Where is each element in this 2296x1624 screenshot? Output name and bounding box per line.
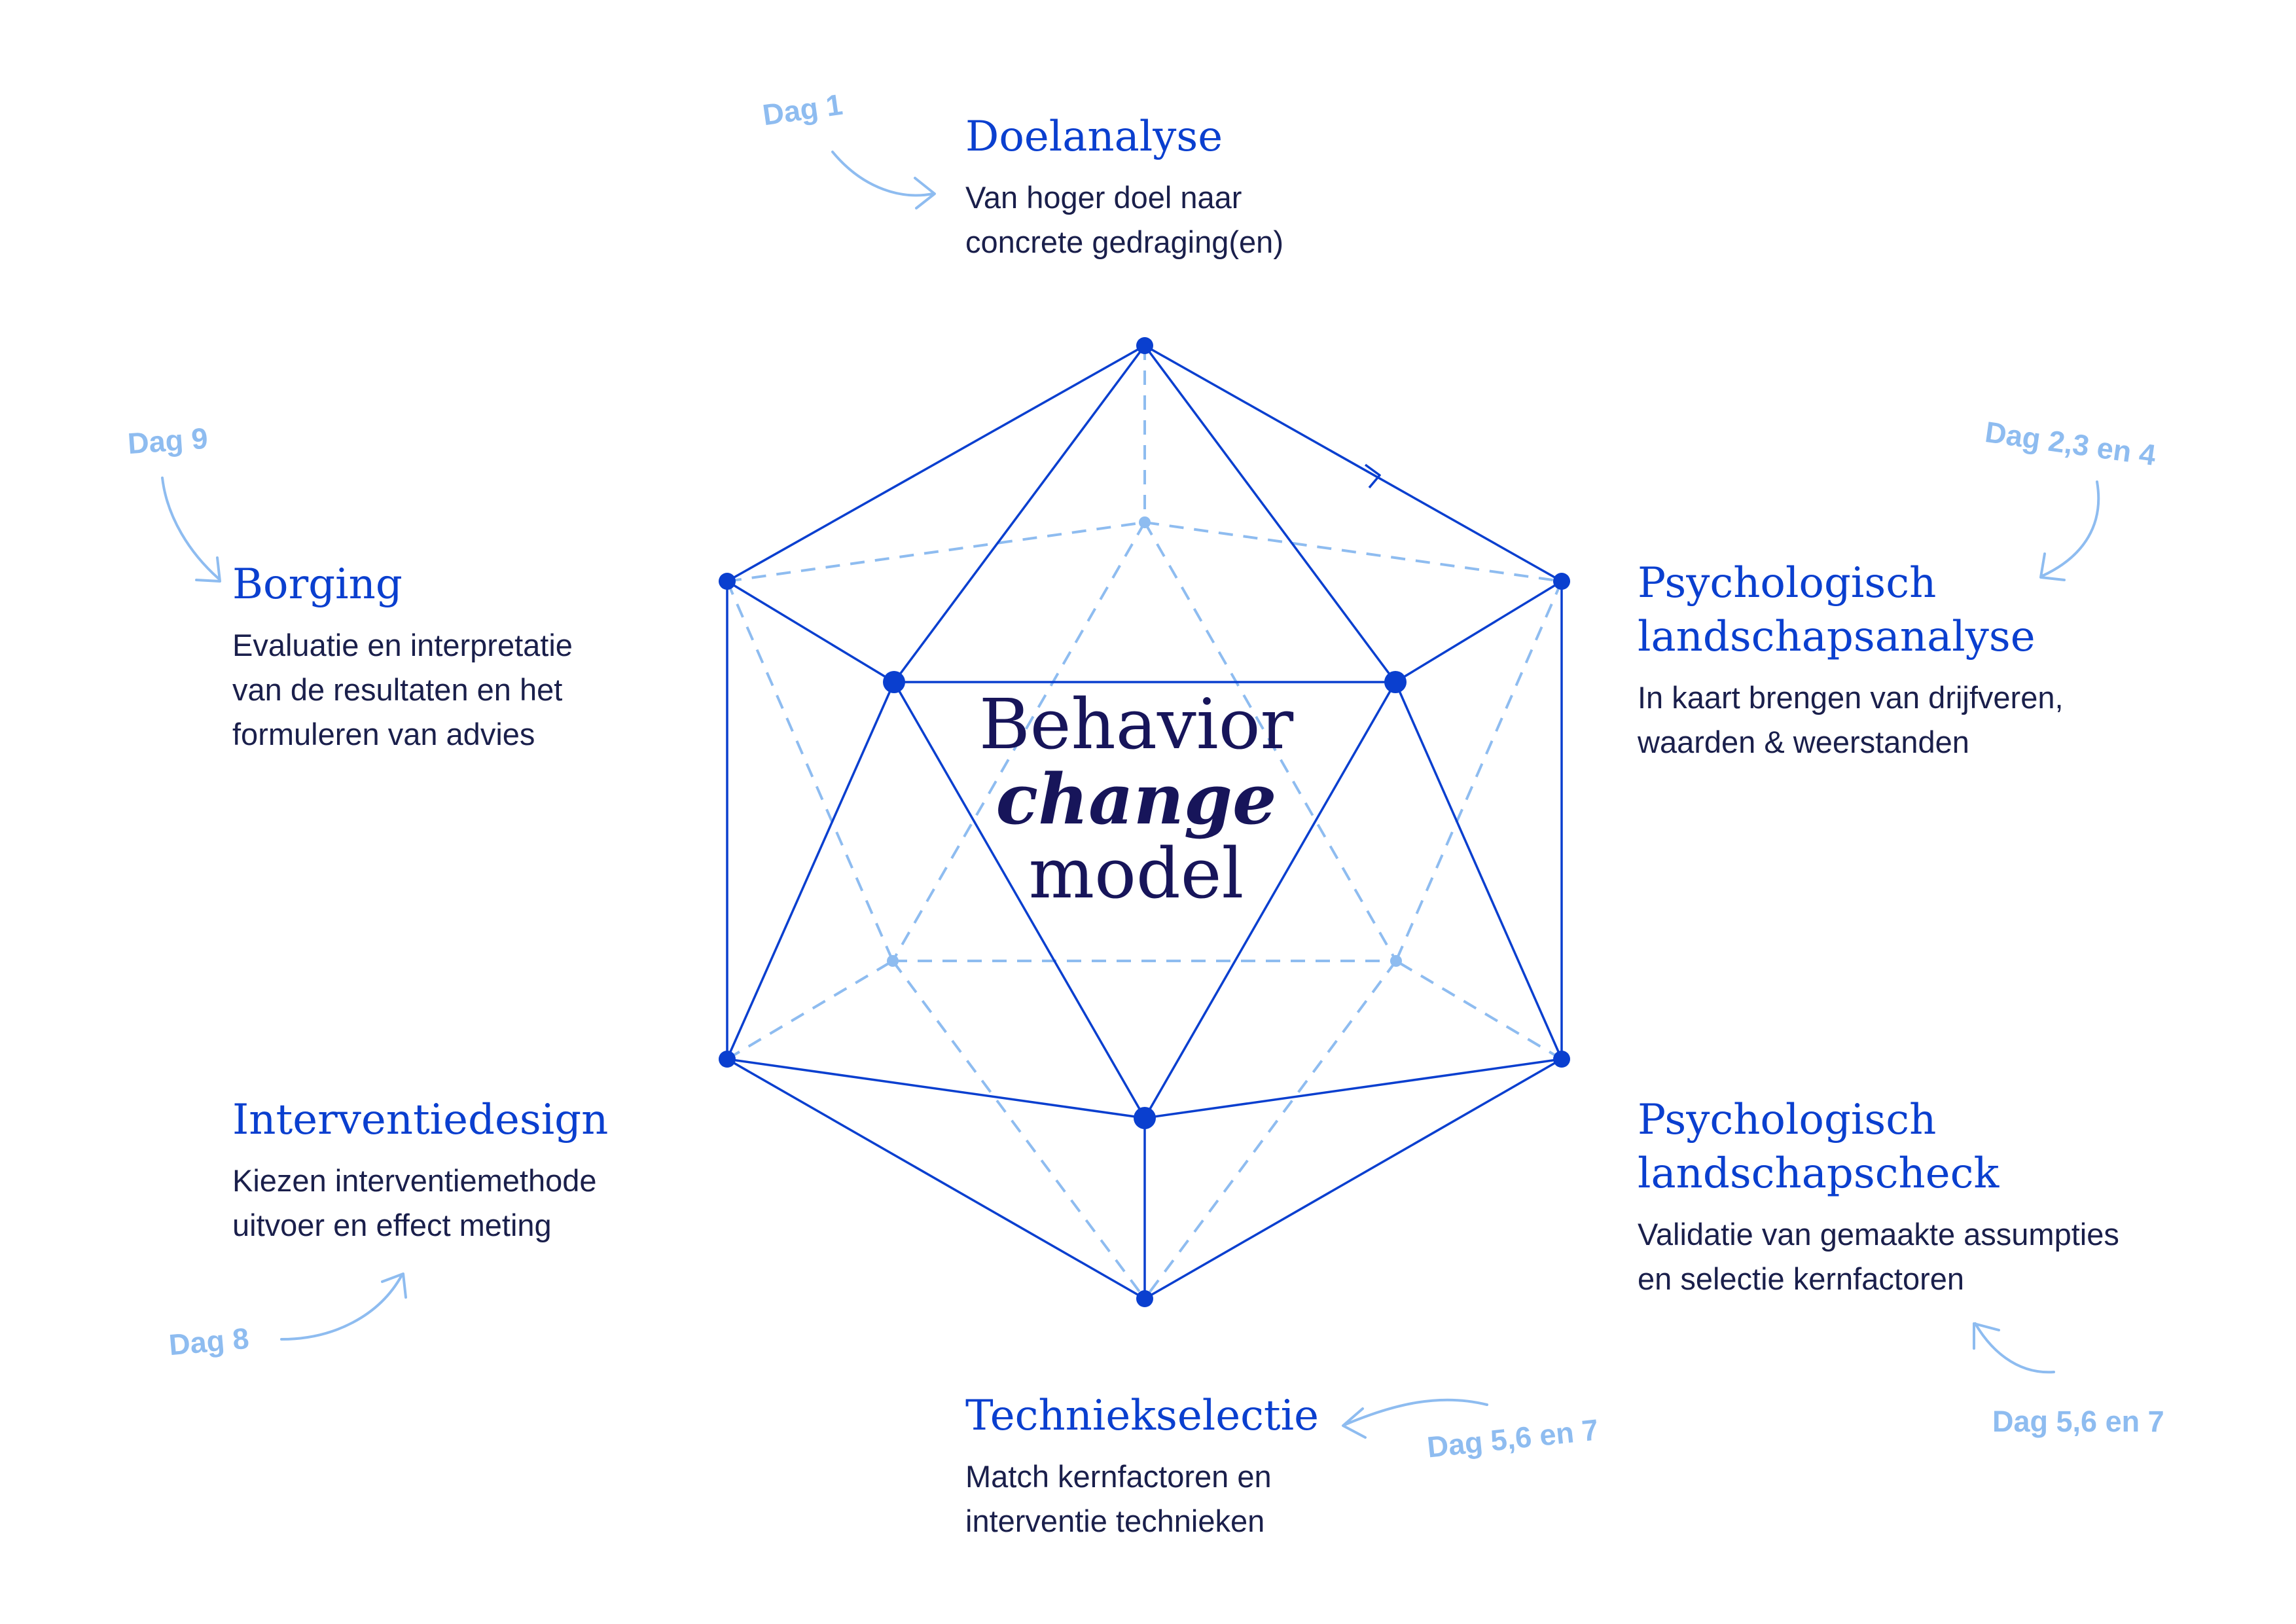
visible-edges bbox=[726, 344, 1563, 1300]
step-landschapscheck: Psychologisch landschapscheck Validatie … bbox=[1638, 1093, 2119, 1301]
center-title: Behavior change model bbox=[911, 687, 1361, 911]
day234-arrowhead bbox=[2039, 552, 2066, 581]
solid-edge bbox=[1144, 1058, 1562, 1119]
step-doelanalyse: Doelanalyse Van hoger doel naar concrete… bbox=[965, 110, 1283, 264]
step-title: Psychologisch landschapscheck bbox=[1638, 1096, 2000, 1198]
vertex-dot bbox=[1553, 573, 1570, 590]
day-label: Dag 8 bbox=[167, 1321, 251, 1362]
day9-arrow bbox=[161, 477, 220, 580]
hidden-edges bbox=[726, 346, 1563, 1300]
vertex-dot bbox=[1553, 1051, 1570, 1068]
dashed-edge bbox=[891, 522, 1146, 962]
vertices bbox=[719, 337, 1570, 1307]
step-landschapsanalyse: Psychologisch landschapsanalyse In kaart… bbox=[1638, 556, 2064, 765]
center-title-line3: model bbox=[1028, 833, 1244, 914]
hidden-vertex-dot bbox=[1390, 955, 1402, 967]
vertex-dot bbox=[1136, 1290, 1153, 1307]
day1-arrowhead bbox=[914, 177, 936, 209]
step-title: Interventiedesign bbox=[232, 1096, 609, 1144]
day9-arrowhead bbox=[195, 556, 221, 583]
vertex-dot bbox=[1384, 671, 1407, 693]
solid-edge bbox=[726, 681, 895, 1060]
day-arrows bbox=[161, 151, 2100, 1439]
dashed-edge bbox=[1143, 960, 1397, 1300]
step-techniekselectie: Techniekselectie Match kernfactoren en i… bbox=[965, 1389, 1319, 1543]
day234-arrow bbox=[2041, 480, 2100, 577]
dashed-edge bbox=[1144, 521, 1562, 583]
dashed-edge bbox=[726, 581, 894, 962]
step-description: In kaart brengen van drijfveren, waarden… bbox=[1638, 680, 2064, 759]
dashed-edge bbox=[726, 960, 894, 1060]
day567-bottom-arrowhead bbox=[1342, 1407, 1367, 1439]
step-title: Techniekselectie bbox=[965, 1392, 1319, 1440]
solid-edge bbox=[726, 1058, 1145, 1119]
dashed-edge bbox=[1143, 522, 1397, 962]
day8-arrowhead bbox=[381, 1272, 407, 1299]
dashed-edge bbox=[1395, 960, 1563, 1060]
hidden-vertex-dot bbox=[1139, 516, 1151, 528]
inner-triangle bbox=[893, 681, 1397, 1119]
day1-arrow bbox=[831, 151, 934, 197]
day-label: Dag 5,6 en 7 bbox=[1992, 1405, 2164, 1438]
step-description: Van hoger doel naar concrete gedraging(e… bbox=[965, 180, 1283, 259]
step-interventiedesign: Interventiedesign Kiezen interventiemeth… bbox=[232, 1093, 608, 1248]
step-description: Kiezen interventiemethode uitvoer en eff… bbox=[232, 1163, 597, 1242]
solid-edge bbox=[1143, 344, 1397, 683]
solid-edge bbox=[1395, 580, 1562, 683]
step-description: Validatie van gemaakte assumpties en sel… bbox=[1638, 1217, 2119, 1296]
hidden-vertex-dot bbox=[887, 955, 899, 967]
vertex-dot bbox=[719, 573, 736, 590]
step-title: Doelanalyse bbox=[965, 113, 1223, 161]
vertex-dot bbox=[883, 671, 905, 693]
step-title: Borging bbox=[232, 560, 403, 609]
step-title: Psychologisch landschapsanalyse bbox=[1638, 559, 2036, 661]
vertex-dot bbox=[1134, 1107, 1156, 1129]
dashed-edge bbox=[1395, 581, 1563, 962]
day567-right-arrow bbox=[1974, 1322, 2055, 1374]
dashed-edge bbox=[726, 521, 1145, 583]
step-description: Evaluatie en interpretatie van de result… bbox=[232, 628, 573, 751]
solid-edge bbox=[1394, 681, 1563, 1060]
vertex-dot bbox=[1136, 337, 1153, 354]
step-borging: Borging Evaluatie en interpretatie van d… bbox=[232, 558, 573, 757]
day-label: Dag 9 bbox=[126, 421, 209, 461]
day567-bottom-arrow bbox=[1344, 1398, 1488, 1426]
center-title-line2: change bbox=[996, 758, 1277, 840]
center-title-line1: Behavior bbox=[978, 684, 1294, 765]
direction-arrowhead bbox=[1364, 463, 1381, 489]
vertex-dot bbox=[719, 1051, 736, 1068]
solid-edge bbox=[726, 580, 895, 683]
day567-right-arrowhead bbox=[1973, 1322, 2000, 1350]
step-description: Match kernfactoren en interventie techni… bbox=[965, 1459, 1272, 1538]
solid-edge bbox=[893, 344, 1146, 683]
dashed-edge bbox=[891, 960, 1146, 1300]
day8-arrow bbox=[280, 1274, 403, 1341]
